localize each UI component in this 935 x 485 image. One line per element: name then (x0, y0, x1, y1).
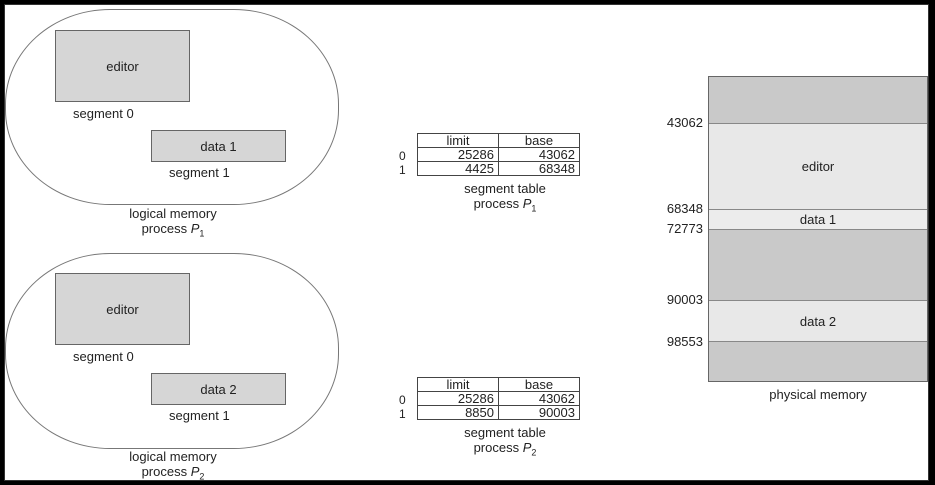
p2-table-limit-0: 25286 (417, 391, 499, 406)
physical-memory-caption: physical memory (769, 387, 867, 402)
p1-table-header-limit: limit (417, 133, 499, 148)
p1-segment-table: limit base 25286 43062 4425 68348 (417, 133, 580, 176)
p1-table-limit-1: 4425 (417, 161, 499, 176)
p2-table-index-0: 0 (399, 393, 406, 407)
pm-block-data2: data 2 (709, 301, 927, 342)
p2-table-caption-line2: process P2 (473, 440, 537, 458)
p1-table-caption: segment table process P1 (425, 181, 585, 217)
p2-logical-caption: logical memory process P2 (93, 449, 253, 485)
pm-address-4: 98553 (666, 334, 703, 349)
p1-logical-caption-line2: process P1 (141, 221, 205, 239)
p1-segment0-label: segment 0 (73, 106, 134, 121)
p1-data-segment: data 1 (151, 130, 286, 162)
p1-table-caption-sub: 1 (531, 203, 537, 214)
pm-address-2: 72773 (666, 221, 703, 236)
p2-table-header-base: base (498, 377, 580, 392)
p2-editor-label: editor (106, 301, 139, 317)
p2-table-base-0: 43062 (498, 391, 580, 406)
p2-data-segment: data 2 (151, 373, 286, 405)
p1-editor-segment: editor (55, 30, 190, 102)
p1-table-base-1: 68348 (498, 161, 580, 176)
p1-logical-caption-process: process (141, 221, 188, 236)
p2-table-caption: segment table process P2 (425, 425, 585, 461)
p2-segment-table: limit base 25286 43062 8850 90003 (417, 377, 580, 420)
p1-data-label: data 1 (200, 138, 237, 154)
p1-logical-caption-line1: logical memory (129, 206, 217, 221)
p1-table-base-0: 43062 (498, 147, 580, 162)
p2-table-caption-sub: 2 (531, 447, 537, 458)
pm-block-free-bottom (709, 342, 927, 381)
p1-table-caption-line2: process P1 (473, 196, 537, 214)
p1-table-header-base: base (498, 133, 580, 148)
pm-editor-label: editor (801, 159, 835, 174)
p1-table-caption-process: process (473, 196, 520, 211)
p2-table-index-1: 1 (399, 407, 406, 421)
pm-address-0: 43062 (666, 115, 703, 130)
p2-segment0-label: segment 0 (73, 349, 134, 364)
p2-table-caption-line1: segment table (464, 425, 546, 440)
pm-data2-label: data 2 (799, 313, 837, 329)
p2-table-base-1: 90003 (498, 405, 580, 420)
pm-address-1: 68348 (666, 201, 703, 216)
p1-logical-caption-sub: 1 (199, 228, 205, 239)
p1-table-caption-line1: segment table (464, 181, 546, 196)
p2-logical-caption-sub: 2 (199, 471, 205, 482)
pm-data1-label: data 1 (799, 212, 837, 227)
p2-logical-caption-line1: logical memory (129, 449, 217, 464)
pm-block-free-top (709, 77, 927, 124)
pm-block-free-middle (709, 230, 927, 301)
p2-logical-caption-line2: process P2 (141, 464, 205, 482)
p1-table-limit-0: 25286 (417, 147, 499, 162)
pm-block-data1: data 1 (709, 210, 927, 230)
p2-segment1-label: segment 1 (169, 408, 230, 423)
p1-logical-caption: logical memory process P1 (93, 206, 253, 242)
pm-address-3: 90003 (666, 292, 703, 307)
p2-logical-caption-process: process (141, 464, 188, 479)
pm-block-editor: editor (709, 124, 927, 210)
p1-table-index-0: 0 (399, 149, 406, 163)
p2-table-limit-1: 8850 (417, 405, 499, 420)
p1-segment1-label: segment 1 (169, 165, 230, 180)
p2-editor-segment: editor (55, 273, 190, 345)
p1-editor-label: editor (106, 58, 139, 74)
p1-table-index-1: 1 (399, 163, 406, 177)
diagram-frame: editor segment 0 data 1 segment 1 logica… (4, 4, 929, 482)
p2-table-caption-process: process (473, 440, 520, 455)
physical-memory: editor data 1 data 2 (708, 76, 928, 382)
p2-table-header-limit: limit (417, 377, 499, 392)
p2-data-label: data 2 (200, 381, 237, 397)
